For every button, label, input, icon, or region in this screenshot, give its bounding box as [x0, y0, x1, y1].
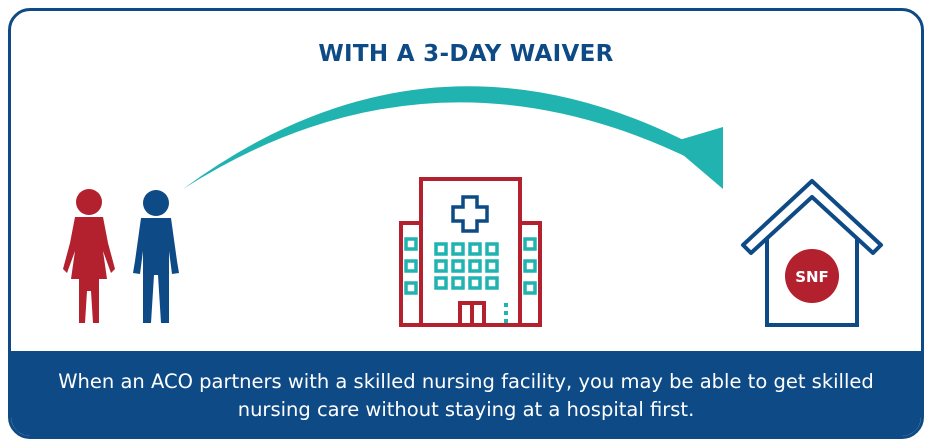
house-icon: SNF [741, 179, 883, 327]
people-icon [63, 189, 179, 323]
waiver-card: WITH A 3-DAY WAIVER [8, 8, 924, 439]
woman-figure [63, 189, 115, 323]
caption-text: When an ACO partners with a skilled nurs… [58, 369, 874, 421]
curved-arrow-icon [183, 86, 723, 189]
man-figure [133, 190, 179, 323]
snf-badge [785, 249, 839, 303]
card-title: WITH A 3-DAY WAIVER [318, 41, 614, 67]
snf-label: SNF [795, 268, 829, 286]
illustration: SNF [63, 86, 883, 327]
hospital-icon [399, 177, 542, 327]
caption-banner: When an ACO partners with a skilled nurs… [11, 351, 921, 436]
